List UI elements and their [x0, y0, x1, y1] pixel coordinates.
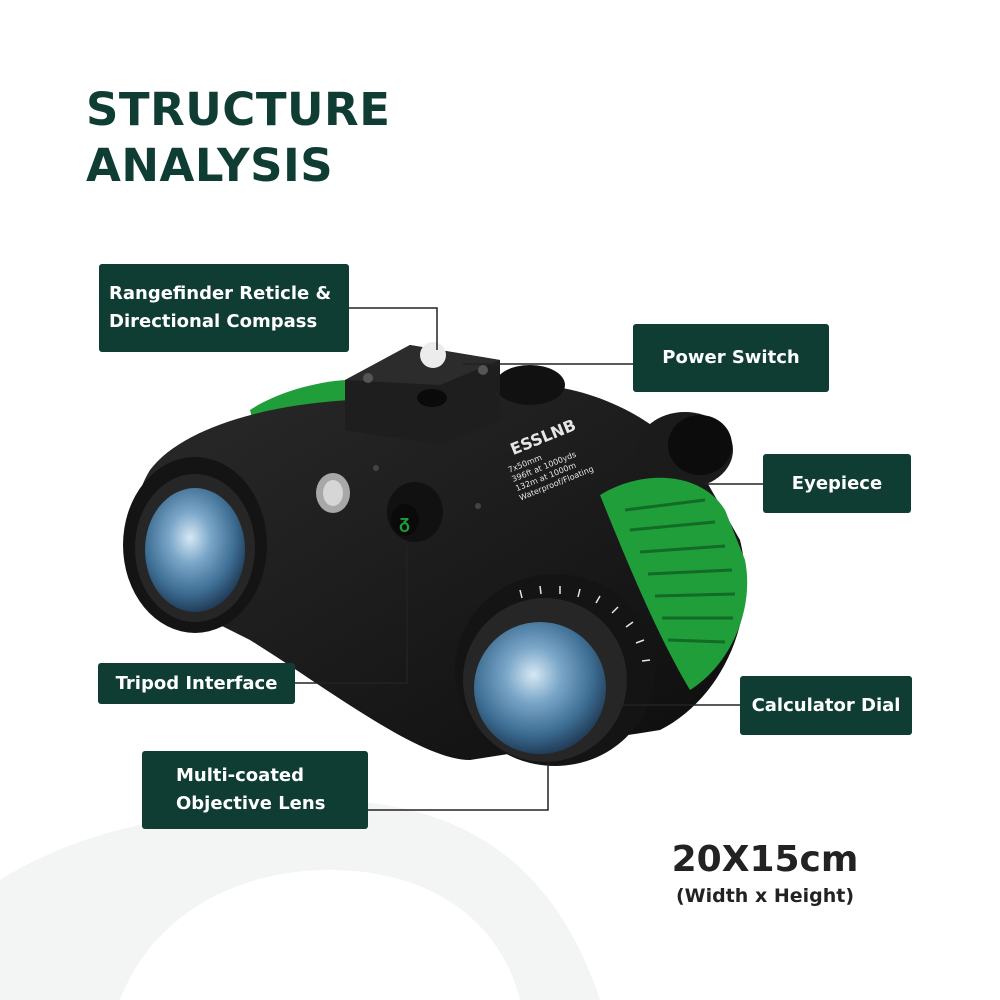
page-title: STRUCTURE ANALYSIS	[86, 82, 390, 194]
callout-tripod-label: Tripod Interface	[115, 672, 278, 694]
tripod-logo: ᵹ	[399, 512, 410, 533]
callout-rangefinder-compass: Rangefinder Reticle & Directional Compas…	[99, 264, 349, 352]
callout-calculator-dial: Calculator Dial	[740, 676, 912, 735]
left-objective-lens	[145, 488, 245, 612]
title-line-2: ANALYSIS	[86, 139, 334, 192]
calculator-dial-ticks	[519, 585, 651, 662]
line-tripod	[295, 545, 408, 684]
callout-calculator-label: Calculator Dial	[751, 694, 901, 716]
callout-objective-line-2: Objective Lens	[176, 793, 326, 814]
title-line-1: STRUCTURE	[86, 83, 391, 136]
callout-tripod-interface: Tripod Interface	[98, 663, 295, 704]
right-objective-lens	[474, 622, 606, 754]
line-rangefinder	[348, 307, 438, 350]
line-objective	[368, 760, 549, 811]
callout-power-switch-label: Power Switch	[662, 347, 800, 368]
callout-rangefinder-line-2: Directional Compass	[109, 311, 318, 332]
callout-rangefinder-line-1: Rangefinder Reticle &	[109, 283, 332, 304]
callout-objective-lens: Multi-coated Objective Lens	[142, 751, 368, 829]
compass-window	[420, 342, 446, 368]
callout-eyepiece-label: Eyepiece	[791, 472, 883, 494]
dimensions-value: 20X15cm	[671, 839, 859, 880]
callout-power-switch: Power Switch	[633, 324, 829, 392]
callout-objective-line-1: Multi-coated	[176, 765, 305, 786]
dimensions-caption: (Width x Height)	[675, 885, 855, 907]
callout-eyepiece: Eyepiece	[763, 454, 911, 513]
